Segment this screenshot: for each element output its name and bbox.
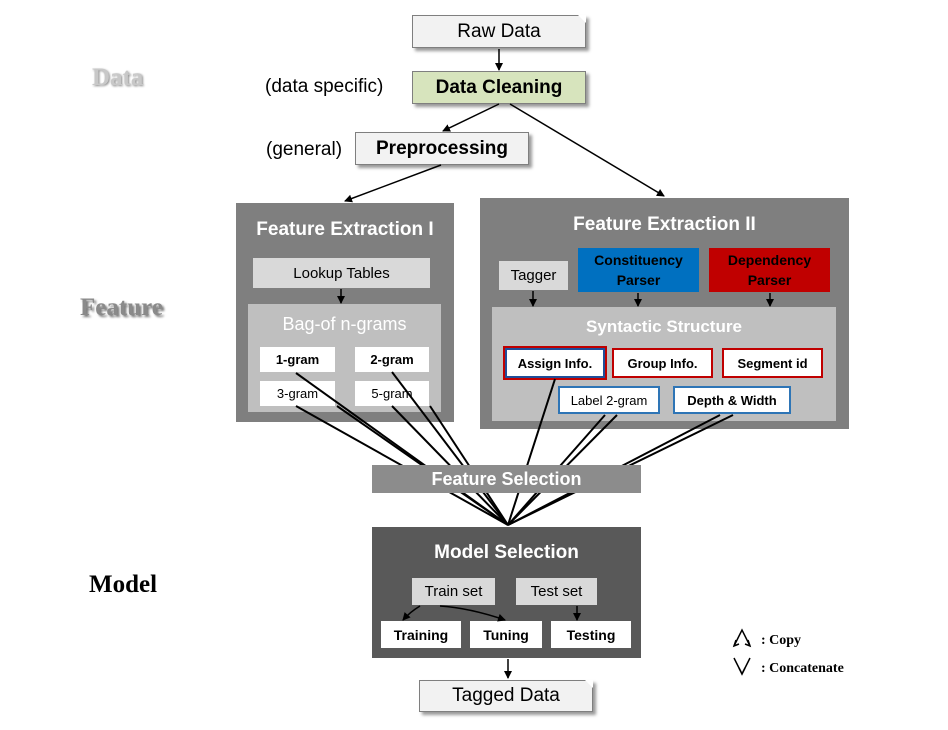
legend-concatenate-label: : Concatenate — [761, 661, 844, 676]
raw-data-box: Raw Data — [412, 15, 586, 48]
preprocessing-box: Preprocessing — [355, 132, 529, 165]
feature-extraction-1-title: Feature Extraction I — [256, 219, 434, 240]
data-cleaning-box: Data Cleaning — [412, 71, 586, 104]
legend-copy-symbol — [732, 628, 752, 648]
bag-of-ngrams-title: Bag-of n-grams — [282, 313, 407, 334]
feature-extraction-2-title: Feature Extraction II — [573, 214, 756, 235]
model-selection-title: Model Selection — [434, 542, 579, 563]
gram-5-box: 5-gram — [355, 381, 429, 406]
feature-selection-bar: Feature Selection — [372, 465, 641, 493]
stage-label-data: Data — [92, 64, 144, 91]
arrow-preprocessing-to-fe1 — [344, 164, 442, 203]
lookup-tables-box: Lookup Tables — [253, 258, 430, 288]
arrow-cleaning-to-preprocessing — [442, 103, 500, 132]
stage-label-model: Model — [89, 571, 158, 598]
group-info-box: Group Info. — [612, 348, 713, 378]
stage-label-feature: Feature — [80, 294, 163, 321]
training-box: Training — [381, 621, 461, 648]
segment-id-box: Segment id — [722, 348, 823, 378]
legend-concatenate-symbol — [733, 657, 751, 676]
legend-copy-label: : Copy — [761, 633, 802, 648]
tagged-data-box: Tagged Data — [419, 680, 593, 712]
gram-1-box: 1-gram — [260, 347, 335, 372]
tuning-box: Tuning — [470, 621, 542, 648]
depth-width-box: Depth & Width — [673, 386, 791, 414]
arrow-cleaning-to-fe2 — [509, 103, 665, 197]
syntactic-structure-title: Syntactic Structure — [586, 317, 742, 336]
dependency-parser-box: Dependency Parser — [709, 248, 830, 292]
testing-box: Testing — [551, 621, 631, 648]
train-set-box: Train set — [412, 578, 495, 605]
gram-2-box: 2-gram — [355, 347, 429, 372]
label-2gram-box: Label 2-gram — [558, 386, 660, 414]
constituency-parser-box: Constituency Parser — [578, 248, 699, 292]
assign-info-box: Assign Info. — [505, 348, 605, 378]
gram-3-box: 3-gram — [260, 381, 335, 406]
note-data-specific: (data specific) — [265, 76, 384, 97]
test-set-box: Test set — [516, 578, 597, 605]
note-general: (general) — [266, 139, 343, 160]
tagger-box: Tagger — [499, 261, 568, 290]
